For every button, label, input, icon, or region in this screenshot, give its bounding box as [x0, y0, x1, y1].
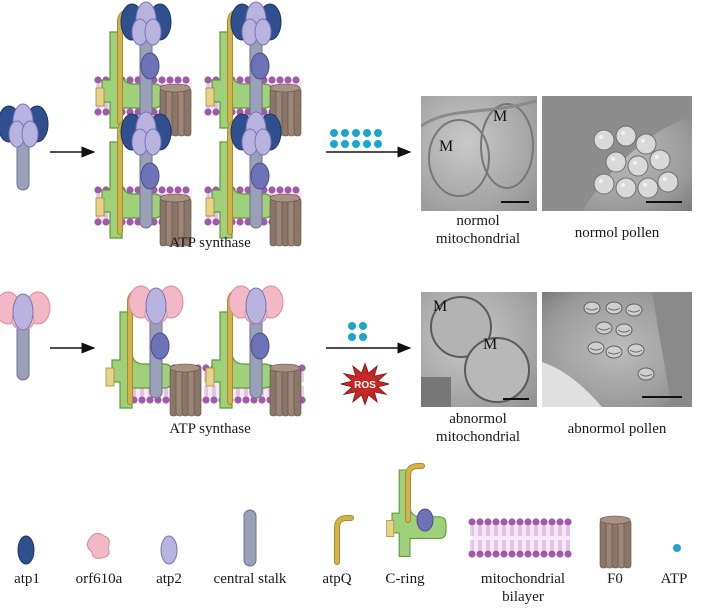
atp-synthase-label-top: ATP synthase — [169, 235, 251, 251]
atp-synthase-normal-4-delta — [250, 162, 270, 190]
atp-synthase-abnormal-1-head — [128, 285, 184, 325]
legend-icon-c-ring — [386, 469, 447, 557]
ros-burst: ROS — [340, 362, 390, 406]
atp-molecule — [374, 129, 382, 137]
mito-marker-m: M — [483, 336, 498, 353]
legend-label-c-ring: C-ring — [385, 571, 425, 587]
atp-synthase-abnormal-2-f0 — [269, 363, 302, 417]
pollen-grain — [635, 133, 657, 155]
legend-label-atp2: atp2 — [156, 571, 182, 587]
normal-pollen-label: normol pollen — [574, 225, 660, 241]
atp-molecule — [341, 129, 349, 137]
shrunken-pollen-grain — [627, 343, 645, 357]
atp-molecule — [363, 129, 371, 137]
legend-icon-c-ring-atpq — [405, 463, 425, 523]
atp-synthase-normal-1-delta — [140, 52, 160, 80]
shrunken-pollen-grain — [587, 341, 605, 355]
pollen-grain — [615, 125, 637, 147]
pollen-grain — [615, 177, 637, 199]
abnormal-pollen-sem-image — [542, 292, 692, 407]
atp-synthase-abnormal-1-delta — [150, 332, 170, 360]
legend-icon-mitochondrial-bilayer — [468, 518, 572, 558]
normal-mitochondrial-label: normol mitochondrial — [435, 213, 521, 247]
atp-synthase-normal-1-head — [120, 1, 172, 46]
atp-molecules-normal — [330, 129, 382, 148]
atp-synthase-normal-2-delta — [250, 52, 270, 80]
legend-icon-central-stalk — [243, 509, 257, 567]
atp-molecule — [330, 140, 338, 148]
legend-icon-atp2 — [160, 535, 178, 565]
atp-synthase-normal-3-delta — [140, 162, 160, 190]
atp-molecule — [363, 140, 371, 148]
atp-molecule — [352, 129, 360, 137]
mito-marker-m: M — [439, 138, 454, 155]
mito-marker-m: M — [433, 298, 448, 315]
shrunken-pollen-grain — [605, 345, 623, 359]
shrunken-pollen-grain — [637, 367, 655, 381]
legend-label-atp: ATP — [660, 571, 688, 587]
abnormal-pollen-label: abnormol pollen — [567, 421, 667, 437]
scale-bar — [503, 398, 529, 400]
atp-molecule — [330, 129, 338, 137]
atp-synthase-label-bottom: ATP synthase — [169, 421, 251, 437]
pollen-grain — [649, 149, 671, 171]
pollen-grain — [637, 177, 659, 199]
atp-synthase-normal-2-f0 — [269, 83, 302, 137]
atp-synthase-normal-3-f0 — [159, 193, 192, 247]
ros-label: ROS — [354, 380, 376, 391]
pollen-grain — [657, 171, 679, 193]
atp-molecule — [374, 140, 382, 148]
legend-label-atpq: atpQ — [322, 571, 352, 587]
legend-label-orf610a: orf610a — [75, 571, 123, 587]
free-f1-head-abnormal — [0, 291, 51, 331]
normal-pollen-sem-image — [542, 96, 692, 211]
legend-icon-atp — [673, 544, 681, 552]
atp-synthase-abnormal-1-f0 — [169, 363, 202, 417]
free-f1-head-normal — [0, 103, 49, 148]
legend-icon-orf610a — [86, 532, 110, 559]
scale-bar — [642, 396, 682, 398]
atp-synthase-abnormal-2-delta — [250, 332, 270, 360]
shrunken-pollen-grain — [583, 301, 601, 315]
legend-label-atp1: atp1 — [14, 571, 40, 587]
pollen-grain — [593, 173, 615, 195]
legend-label-central-stalk: central stalk — [213, 571, 287, 587]
shrunken-pollen-grain — [595, 321, 613, 335]
atp-molecule — [352, 140, 360, 148]
atp-synthase-abnormal-2-head — [228, 285, 284, 325]
shrunken-pollen-grain — [605, 301, 623, 315]
pollen-grain — [593, 129, 615, 151]
atp-molecule — [348, 322, 356, 330]
legend-label-f0: F0 — [607, 571, 623, 587]
legend-icon-atpq — [334, 515, 354, 565]
abnormal-mitochondrial-label: abnormol mitochondrial — [435, 411, 521, 445]
atp-molecule — [341, 140, 349, 148]
legend-icon-c-ring-delta — [416, 508, 434, 532]
mito-marker-m: M — [493, 108, 508, 125]
atp-synthase-normal-3-head — [120, 111, 172, 156]
atp-molecule — [359, 333, 367, 341]
atp-molecules-abnormal — [348, 322, 367, 341]
legend-icon-atp1 — [17, 535, 35, 565]
legend-icon-f0 — [599, 515, 632, 569]
scale-bar — [646, 201, 682, 203]
abnormal-mitochondria-tem-image: M M — [421, 292, 537, 407]
atp-synthase-normal-4-head — [230, 111, 282, 156]
pollen-grain — [627, 155, 649, 177]
scale-bar — [501, 201, 529, 203]
shrunken-pollen-grain — [625, 303, 643, 317]
legend-label-mitochondrial-bilayer: mitochondrial bilayer — [480, 571, 566, 605]
atp-molecule — [359, 322, 367, 330]
atp-synthase-normal-2-head — [230, 1, 282, 46]
shrunken-pollen-grain — [615, 323, 633, 337]
normal-mitochondria-tem-image: M M — [421, 96, 537, 211]
pollen-grain — [605, 151, 627, 173]
atp-molecule — [348, 333, 356, 341]
atp-synthase-normal-4-f0 — [269, 193, 302, 247]
